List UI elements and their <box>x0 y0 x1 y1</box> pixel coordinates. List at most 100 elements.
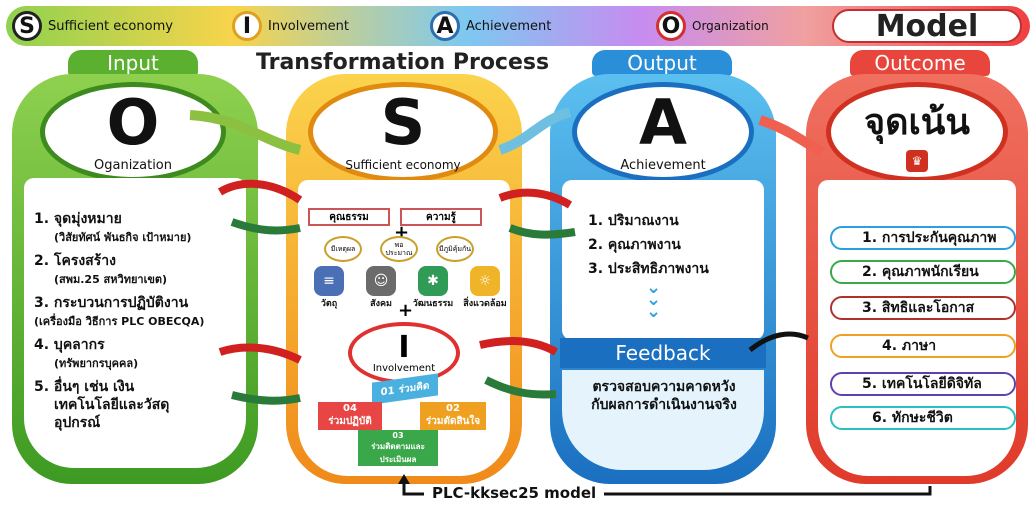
feedback-panel <box>562 370 764 470</box>
header-process: Transformation Process <box>256 50 550 75</box>
step-evaluate-num: 03 <box>392 430 404 440</box>
arrow-red-3 <box>218 343 302 364</box>
input-item-1-sub: (วิสัยทัศน์ พันธกิจ เป้าหมาย) <box>54 231 192 244</box>
banner-o-text: Organization <box>692 19 769 33</box>
arrow-green-4 <box>484 376 557 399</box>
arrow-loop-back <box>402 482 932 496</box>
banner-a: A Achievement <box>430 10 551 42</box>
input-item-3: 3. กระบวนการปฏิบัติงาน <box>34 295 189 311</box>
hex-environment-label: สิ่งแวดล้อม <box>463 299 507 309</box>
input-list-panel <box>24 178 246 468</box>
outcome-circle: จุดเน้น ♛ <box>826 82 1008 182</box>
header-outcome: Outcome <box>850 50 990 76</box>
hex-row: ≡ วัตถุ ☺ สังคม ✱ วัฒนธรรม ☼ สิ่งแวดล้อม <box>306 266 508 310</box>
banner-i-text: Involvement <box>268 18 350 34</box>
tag-knowledge: ความรู้ <box>400 208 482 226</box>
arrow-red-2 <box>498 188 573 209</box>
hex-society-icon: ☺ <box>366 266 396 296</box>
input-circle: O Oganization <box>40 82 226 182</box>
output-circle: A Achievement <box>572 82 754 182</box>
hex-society: ☺ สังคม <box>358 266 404 310</box>
footer-model-name: PLC-kksec25 model <box>424 484 605 502</box>
output-list-panel <box>562 180 764 340</box>
arrow-output-to-outcome <box>758 115 825 157</box>
step-evaluate-text: ร่วมติดตามและประเมินผล <box>371 441 425 464</box>
input-item-4-sub: (ทรัพยากรบุคคล) <box>54 357 139 370</box>
hex-environment: ☼ สิ่งแวดล้อม <box>462 266 508 310</box>
output-item-2: 2. คุณภาพงาน <box>588 237 681 253</box>
process-i-caption: Involvement <box>372 362 436 374</box>
hex-society-label: สังคม <box>370 299 392 309</box>
tag-virtue: คุณธรรม <box>308 208 390 226</box>
hex-material-icon: ≡ <box>314 266 344 296</box>
step-decide: 02 ร่วมตัดสินใจ <box>420 402 486 430</box>
step-decide-text: ร่วมตัดสินใจ <box>425 416 481 427</box>
input-item-3-sub: (เครื่องมือ วิธีการ PLC OBECQA) <box>34 315 205 328</box>
hex-culture-icon: ✱ <box>418 266 448 296</box>
header-input: Input <box>68 50 198 76</box>
arrow-red-4 <box>479 337 558 356</box>
outcome-item-5: 5. เทคโนโลยีดิจิทัล <box>830 372 1016 396</box>
arrow-green-1 <box>230 218 301 235</box>
banner-s: S Sufficient economy <box>12 10 173 42</box>
input-item-1: 1. จุดมุ่งหมาย <box>34 211 122 227</box>
outcome-item-1: 1. การประกันคุณภาพ <box>830 226 1016 250</box>
banner-model: Model <box>832 9 1022 44</box>
oval-reason: มีเหตุผล <box>324 236 362 262</box>
process-s-letter: S <box>380 86 426 159</box>
input-item-5: 5. อื่นๆ เช่น เงิน <box>34 379 135 395</box>
output-list: 1. ปริมาณงาน 2. คุณภาพงาน 3. ประสิทธิภาพ… <box>588 212 709 278</box>
input-item-2: 2. โครงสร้าง <box>34 253 116 269</box>
output-item-1: 1. ปริมาณงาน <box>588 213 679 229</box>
outcome-title: จุดเน้น <box>864 101 970 143</box>
outcome-item-2: 2. คุณภาพนักเรียน <box>830 260 1016 284</box>
banner-a-letter: A <box>430 11 460 41</box>
arrow-process-to-output <box>498 107 572 155</box>
arrow-green-3 <box>231 391 301 405</box>
banner-a-text: Achievement <box>466 18 552 34</box>
arrow-loop-head <box>398 474 410 484</box>
outcome-item-4: 4. ภาษา <box>830 334 1016 358</box>
process-s-caption: Sufficient economy <box>345 158 461 172</box>
step-act-text: ร่วมปฏิบัติ <box>328 416 372 427</box>
process-i-letter: I <box>398 329 410 365</box>
trophy-icon: ♛ <box>906 149 928 172</box>
output-caption: Achievement <box>620 157 706 173</box>
feedback-text: ตรวจสอบความคาดหวัง กับผลการดำเนินงานจริง <box>566 378 762 414</box>
hex-material: ≡ วัตถุ <box>306 266 352 310</box>
oval-immunity: มีภูมิคุ้มกัน <box>436 236 474 262</box>
banner-o-letter: O <box>656 11 686 41</box>
process-s-circle: S Sufficient economy <box>308 82 498 182</box>
hex-material-label: วัตถุ <box>320 299 338 309</box>
input-caption: Oganization <box>94 157 172 173</box>
output-item-3: 3. ประสิทธิภาพงาน <box>588 261 709 277</box>
input-item-2-sub: (สพม.25 สหวิทยาเขต) <box>54 273 168 286</box>
feedback-line-2: กับผลการดำเนินงานจริง <box>591 397 737 413</box>
hex-environment-icon: ☼ <box>470 266 500 296</box>
step-act-num: 04 <box>343 403 357 414</box>
banner-i: I Involvement <box>232 10 349 42</box>
banner-i-letter: I <box>232 11 262 41</box>
banner-s-text: Sufficient economy <box>48 18 173 34</box>
feedback-title: Feedback <box>560 338 766 368</box>
step-evaluate: 03 ร่วมติดตามและประเมินผล <box>358 430 438 466</box>
banner-s-letter: S <box>12 11 42 41</box>
title-banner: S Sufficient economy I Involvement A Ach… <box>6 6 1030 46</box>
banner-o: O Organization <box>656 10 769 42</box>
arrow-input-to-process <box>189 110 302 155</box>
output-letter: A <box>639 85 687 159</box>
hex-culture: ✱ วัฒนธรรม <box>410 266 456 310</box>
input-item-4: 4. บุคลากร <box>34 337 105 353</box>
outcome-item-3: 3. สิทธิและโอกาส <box>830 296 1016 320</box>
arrow-green-2 <box>508 224 576 239</box>
arrow-feedback <box>748 331 810 352</box>
header-output: Output <box>592 50 732 76</box>
step-act: 04 ร่วมปฏิบัติ <box>318 402 382 430</box>
input-item-5b: เทคโนโลยีและวัสดุ <box>54 397 170 413</box>
input-letter: O <box>106 85 160 159</box>
feedback-line-1: ตรวจสอบความคาดหวัง <box>592 379 736 395</box>
step-decide-num: 02 <box>446 403 460 414</box>
input-item-5c: อุปกรณ์ <box>54 415 101 431</box>
oval-moderation: พอประมาณ <box>380 236 418 262</box>
